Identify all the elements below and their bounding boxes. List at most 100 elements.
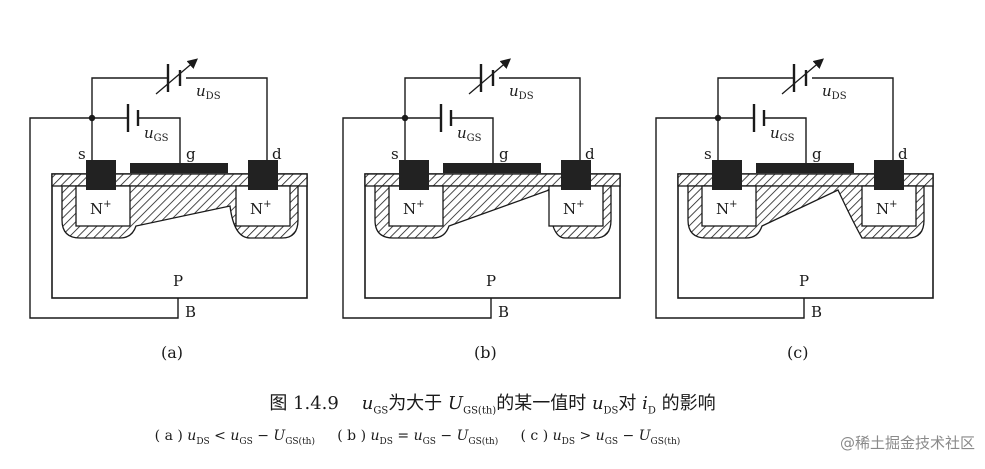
panel-b: uDS uGS s g d P B N+ N+ (b) — [342, 58, 621, 362]
caption-ugs-sub: GS — [373, 405, 389, 417]
condition-a-mid-sub: GS — [239, 436, 253, 447]
body-wire — [342, 117, 492, 319]
caption-uth: U — [447, 393, 464, 414]
variable-arrow-icon — [468, 58, 511, 95]
drain-n-region — [235, 185, 291, 227]
figure-caption: 图 1.4.9 uGS为大于 UGS(th)的某一值时 uDS对 iD 的影响 — [0, 389, 985, 417]
caption-ugs: u — [361, 393, 374, 414]
condition-c-minus: − — [622, 428, 635, 444]
body-label: B — [185, 303, 196, 321]
condition-c-tag: ( c ) — [520, 428, 549, 444]
source-n-region — [388, 185, 444, 227]
source-contact — [712, 160, 742, 190]
junction-dot — [714, 114, 722, 122]
condition-c-mid: u — [595, 428, 605, 444]
condition-a-tag: ( a ) — [154, 428, 183, 444]
condition-b-rhs: U — [456, 428, 469, 444]
source-n-label: N+ — [716, 199, 738, 218]
caption-uth-sub: GS(th) — [463, 405, 497, 417]
condition-b-mid: u — [413, 428, 423, 444]
gate-electrode — [756, 163, 854, 173]
condition-a-rhs-sub: GS(th) — [285, 436, 315, 447]
figure-number: 图 1.4.9 — [269, 393, 339, 414]
panel-c: uDS uGS s g d P B N+ N+ (c) — [655, 58, 934, 362]
vds-label: uDS — [196, 82, 221, 102]
gs-loop-wire — [405, 117, 494, 170]
panel-a: uDS uGS s g d P B N+ N+ (a) — [29, 58, 308, 362]
variable-arrow-icon — [155, 58, 198, 95]
body-label: B — [498, 303, 509, 321]
source-contact — [86, 160, 116, 190]
substrate-label: P — [486, 272, 496, 290]
vgs-label: uGS — [144, 124, 169, 144]
condition-a-lhs: u — [187, 428, 197, 444]
caption-text-2: 的某一值时 — [496, 393, 587, 414]
condition-c-lhs: u — [552, 428, 562, 444]
caption-id-sub: D — [647, 405, 656, 417]
condition-a-minus: − — [257, 428, 269, 444]
caption-uds-sub: DS — [603, 405, 619, 417]
gate-electrode — [130, 163, 228, 173]
condition-c-rhs: U — [638, 428, 651, 444]
condition-a-lhs-sub: DS — [196, 436, 210, 447]
body-wire — [655, 117, 805, 319]
gate-label: g — [186, 145, 196, 163]
condition-b-lhs-sub: DS — [379, 436, 393, 447]
drain-contact — [561, 160, 591, 190]
drain-n-label: N+ — [876, 199, 898, 218]
gate-label: g — [499, 145, 509, 163]
condition-a-rhs: U — [273, 428, 286, 444]
condition-b-minus: − — [440, 428, 453, 444]
drain-n-label: N+ — [563, 199, 585, 218]
condition-c-lhs-sub: DS — [561, 436, 576, 447]
condition-c-rhs-sub: GS(th) — [650, 436, 681, 447]
condition-c-op: > — [579, 428, 592, 444]
source-n-region — [701, 185, 757, 227]
gs-loop-wire — [718, 117, 807, 170]
ds-loop-wire — [404, 77, 581, 180]
condition-b: ( b ) uDS = uGS − UGS(th) — [337, 428, 502, 447]
source-n-label: N+ — [90, 199, 112, 218]
condition-b-rhs-sub: GS(th) — [468, 436, 499, 447]
panel-tag: (c) — [787, 343, 808, 362]
source-label: s — [704, 145, 712, 163]
drain-label: d — [898, 145, 908, 163]
body-label: B — [811, 303, 822, 321]
caption-text-1: 为大于 — [388, 393, 443, 414]
vds-label: uDS — [509, 82, 534, 102]
condition-c-mid-sub: GS — [604, 436, 619, 447]
condition-a-op: < — [214, 428, 226, 444]
gs-loop-wire — [92, 117, 181, 170]
ds-loop-wire — [717, 77, 894, 180]
source-n-label: N+ — [403, 199, 425, 218]
gate-label: g — [812, 145, 822, 163]
caption-uds: u — [591, 393, 604, 414]
condition-b-op: = — [397, 428, 410, 444]
source-label: s — [78, 145, 86, 163]
condition-a-mid: u — [230, 428, 240, 444]
source-label: s — [391, 145, 399, 163]
junction-dot — [88, 114, 96, 122]
gate-electrode — [443, 163, 541, 173]
condition-b-mid-sub: GS — [422, 436, 436, 447]
source-n-region — [75, 185, 131, 227]
caption-id: i — [642, 393, 648, 414]
substrate-label: P — [799, 272, 809, 290]
drain-n-label: N+ — [250, 199, 272, 218]
condition-b-tag: ( b ) — [337, 428, 367, 444]
drain-contact — [874, 160, 904, 190]
panel-tag: (a) — [161, 343, 183, 362]
vgs-label: uGS — [457, 124, 482, 144]
watermark: @稀土掘金技术社区 — [839, 434, 975, 452]
body-wire — [29, 117, 179, 319]
variable-arrow-icon — [781, 58, 824, 95]
ds-loop-wire — [91, 77, 268, 180]
drain-contact — [248, 160, 278, 190]
drain-n-region — [548, 185, 604, 227]
drain-label: d — [585, 145, 595, 163]
condition-c: ( c ) uDS > uGS − UGS(th) — [520, 428, 681, 447]
caption-text-4: 的影响 — [661, 393, 716, 414]
vds-label: uDS — [822, 82, 847, 102]
caption-text-3: 对 — [618, 393, 637, 414]
